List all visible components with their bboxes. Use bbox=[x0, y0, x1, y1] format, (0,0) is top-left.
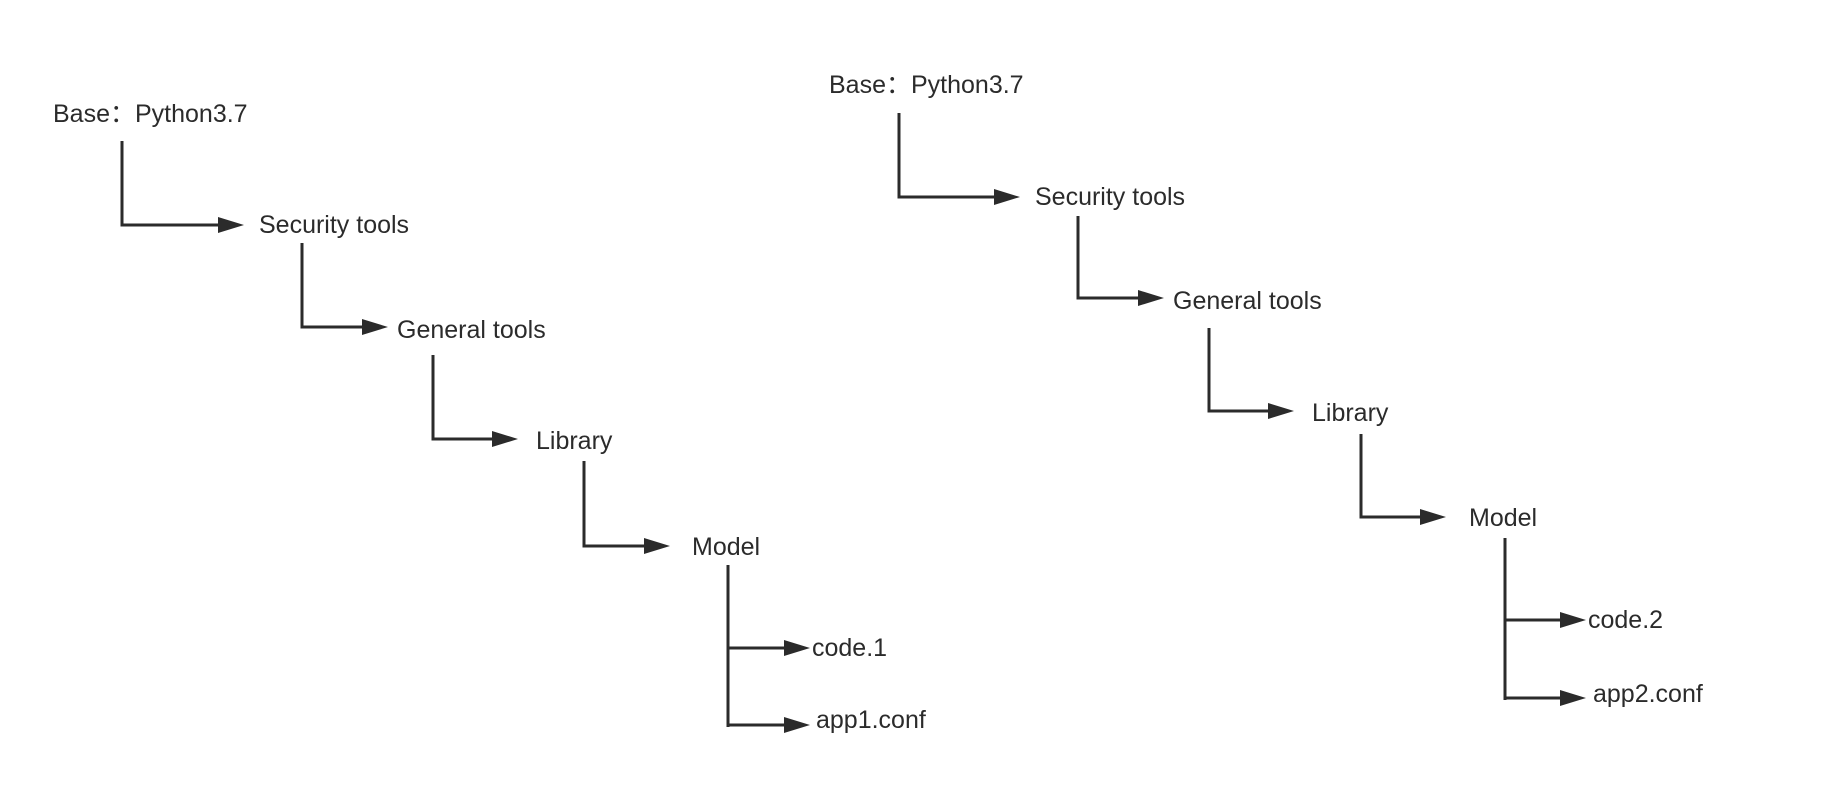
tree-1-arrow-code bbox=[784, 640, 810, 656]
tree-1-arrow-library bbox=[492, 431, 518, 447]
tree-1-library-label: Library bbox=[536, 427, 613, 455]
tree-1-arrow-conf bbox=[784, 717, 810, 733]
tree-1-connector-general-library bbox=[431, 355, 494, 441]
tree-1-arrow-general bbox=[362, 319, 388, 335]
tree-2-arrow-library bbox=[1268, 403, 1294, 419]
tree-2-connector-security-general bbox=[1076, 216, 1140, 300]
tree-2-connector-general-library bbox=[1207, 328, 1270, 413]
tree-1-conf-label: app1.conf bbox=[816, 706, 926, 734]
tree-2-code-label: code.2 bbox=[1588, 606, 1663, 634]
tree-1-arrow-security bbox=[218, 217, 244, 233]
tree-1-model-label: Model bbox=[692, 533, 760, 561]
tree-1-base-label: Base：Python3.7 bbox=[53, 100, 248, 128]
tree-2: Base：Python3.7 Security tools General to… bbox=[829, 71, 1703, 708]
tree-1-arrow-model bbox=[644, 538, 670, 554]
tree-1-connector-security-general bbox=[300, 243, 364, 329]
tree-2-arrow-general bbox=[1138, 290, 1164, 306]
tree-2-connector-base-security bbox=[897, 113, 996, 199]
tree-2-conf-label: app2.conf bbox=[1593, 680, 1703, 708]
tree-1-security-tools-label: Security tools bbox=[259, 211, 409, 239]
tree-2-arrow-model bbox=[1420, 509, 1446, 525]
tree-2-arrow-conf bbox=[1560, 690, 1586, 706]
tree-2-library-label: Library bbox=[1312, 399, 1389, 427]
tree-1-connector-base-security bbox=[120, 141, 220, 227]
tree-2-base-label: Base：Python3.7 bbox=[829, 71, 1024, 99]
tree-2-general-tools-label: General tools bbox=[1173, 287, 1322, 315]
tree-1-code-label: code.1 bbox=[812, 634, 887, 662]
tree-2-security-tools-label: Security tools bbox=[1035, 183, 1185, 211]
tree-1-general-tools-label: General tools bbox=[397, 316, 546, 344]
tree-1-connector-library-model bbox=[582, 461, 646, 548]
tree-2-connector-library-model bbox=[1359, 434, 1422, 519]
tree-2-arrow-code bbox=[1560, 612, 1586, 628]
tree-1: Base：Python3.7 Security tools General to… bbox=[53, 100, 926, 734]
tree-2-model-label: Model bbox=[1469, 504, 1537, 532]
tree-2-arrow-security bbox=[994, 189, 1020, 205]
